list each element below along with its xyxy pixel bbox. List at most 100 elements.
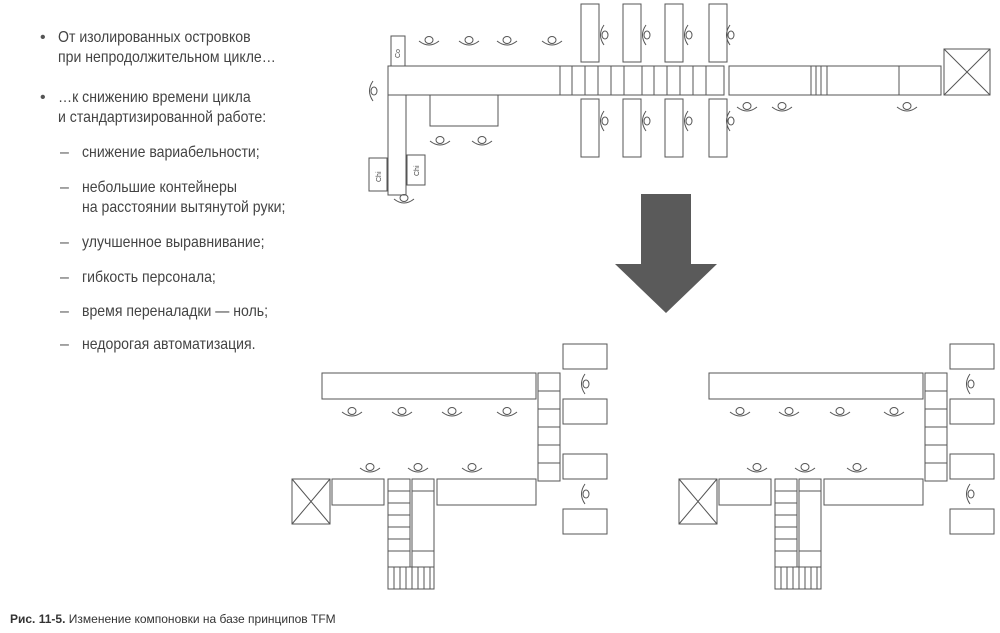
conveyor-segment <box>823 478 924 506</box>
machine-station <box>562 453 608 480</box>
operator-icon <box>496 407 518 417</box>
operator-icon <box>471 136 493 146</box>
machine-bottom <box>708 98 728 158</box>
conveyor-rollers <box>641 65 725 96</box>
operator-icon <box>458 36 480 46</box>
conveyor-vertical <box>387 478 411 568</box>
operator-icon <box>600 24 609 46</box>
operator-icon <box>829 407 851 417</box>
conveyor-segment <box>898 65 942 96</box>
machine-top <box>580 3 600 63</box>
operator-icon <box>441 407 463 417</box>
conveyor-segment <box>826 65 900 96</box>
operator-icon <box>746 463 768 473</box>
machine-bottom <box>622 98 642 158</box>
machine-label-co: Co <box>395 49 402 58</box>
machine-bottom <box>664 98 684 158</box>
operator-icon <box>581 373 590 395</box>
operator-icon <box>429 136 451 146</box>
conveyor-segment <box>321 372 537 400</box>
sub-item-text: недорогая автоматизация. <box>82 336 256 353</box>
conveyor-rollers <box>387 566 435 590</box>
operator-icon <box>642 110 651 132</box>
conveyor-segment <box>728 65 812 96</box>
operator-icon <box>369 80 378 102</box>
machine-station <box>949 508 995 535</box>
sub-item-text: улучшенное выравнивание; <box>82 234 265 251</box>
conveyor-segment <box>718 478 772 506</box>
dash-marker: – <box>60 269 69 286</box>
operator-icon <box>966 483 975 505</box>
sub-item-text: снижение вариабельности; <box>82 144 260 161</box>
machine-co <box>390 35 406 67</box>
storage-box <box>291 478 331 525</box>
storage-box <box>678 478 718 525</box>
operator-icon <box>883 407 905 417</box>
caption-prefix: Рис. 11-5. <box>10 612 66 626</box>
operator-icon <box>359 463 381 473</box>
work-table <box>429 94 499 127</box>
operator-icon <box>966 373 975 395</box>
operator-icon <box>684 110 693 132</box>
operator-icon <box>684 24 693 46</box>
dash-marker: – <box>60 303 69 320</box>
operator-icon <box>393 194 415 204</box>
operator-icon <box>896 102 918 112</box>
machine-top <box>622 3 642 63</box>
operator-symbols <box>341 24 975 505</box>
bullet-marker: • <box>40 89 46 106</box>
conveyor-vertical <box>411 478 435 568</box>
operator-icon <box>778 407 800 417</box>
dash-marker: – <box>60 336 69 353</box>
machine-station <box>949 398 995 425</box>
operator-icon <box>642 24 651 46</box>
bullet-text: От изолированных островков при непродолж… <box>58 29 276 66</box>
storage-box <box>943 48 991 96</box>
machine-station <box>949 343 995 370</box>
operator-icon <box>541 36 563 46</box>
machine-bottom <box>580 98 600 158</box>
machine-vertical <box>387 94 407 196</box>
operator-icon <box>391 407 413 417</box>
bullet-text: …к снижению времени цикла и стандартизир… <box>58 89 267 126</box>
sub-item-text: небольшие контейнеры на расстоянии вытян… <box>82 179 286 216</box>
operator-icon <box>736 102 758 112</box>
operator-icon <box>726 24 735 46</box>
dash-marker: – <box>60 234 69 251</box>
operator-icon <box>846 463 868 473</box>
operator-icon <box>581 483 590 505</box>
operator-icon <box>726 110 735 132</box>
operator-icon <box>418 36 440 46</box>
conveyor-segment <box>331 478 385 506</box>
transition-arrow <box>615 194 717 313</box>
conveyor-segment <box>387 65 561 96</box>
new-layout-right <box>678 343 995 590</box>
machine-label-chi: Chi <box>414 165 421 176</box>
new-layout-left <box>291 343 608 590</box>
current-layout <box>368 3 991 196</box>
operator-icon <box>407 463 429 473</box>
machine-station <box>562 398 608 425</box>
machine-station <box>562 508 608 535</box>
conveyor-segment <box>436 478 537 506</box>
figure-caption: Рис. 11-5. Изменение компоновки на базе … <box>10 612 336 626</box>
machine-top <box>664 3 684 63</box>
conveyor-vertical <box>774 478 798 568</box>
conveyor-segment <box>810 65 828 96</box>
bullet-marker: • <box>40 29 46 46</box>
machine-label-chi: Chi <box>376 171 383 182</box>
machine-chi-2 <box>406 154 426 186</box>
operator-icon <box>794 463 816 473</box>
machine-chi-1 <box>368 157 388 192</box>
sub-item-text: гибкость персонала; <box>82 269 216 286</box>
sub-item-text: время переналадки — ноль; <box>82 303 269 320</box>
operator-icon <box>496 36 518 46</box>
operator-icon <box>729 407 751 417</box>
caption-text: Изменение компоновки на базе принципов T… <box>68 612 336 626</box>
operator-icon <box>771 102 793 112</box>
operator-icon <box>600 110 609 132</box>
conveyor-vertical <box>798 478 822 568</box>
dash-marker: – <box>60 179 69 196</box>
operator-icon <box>461 463 483 473</box>
